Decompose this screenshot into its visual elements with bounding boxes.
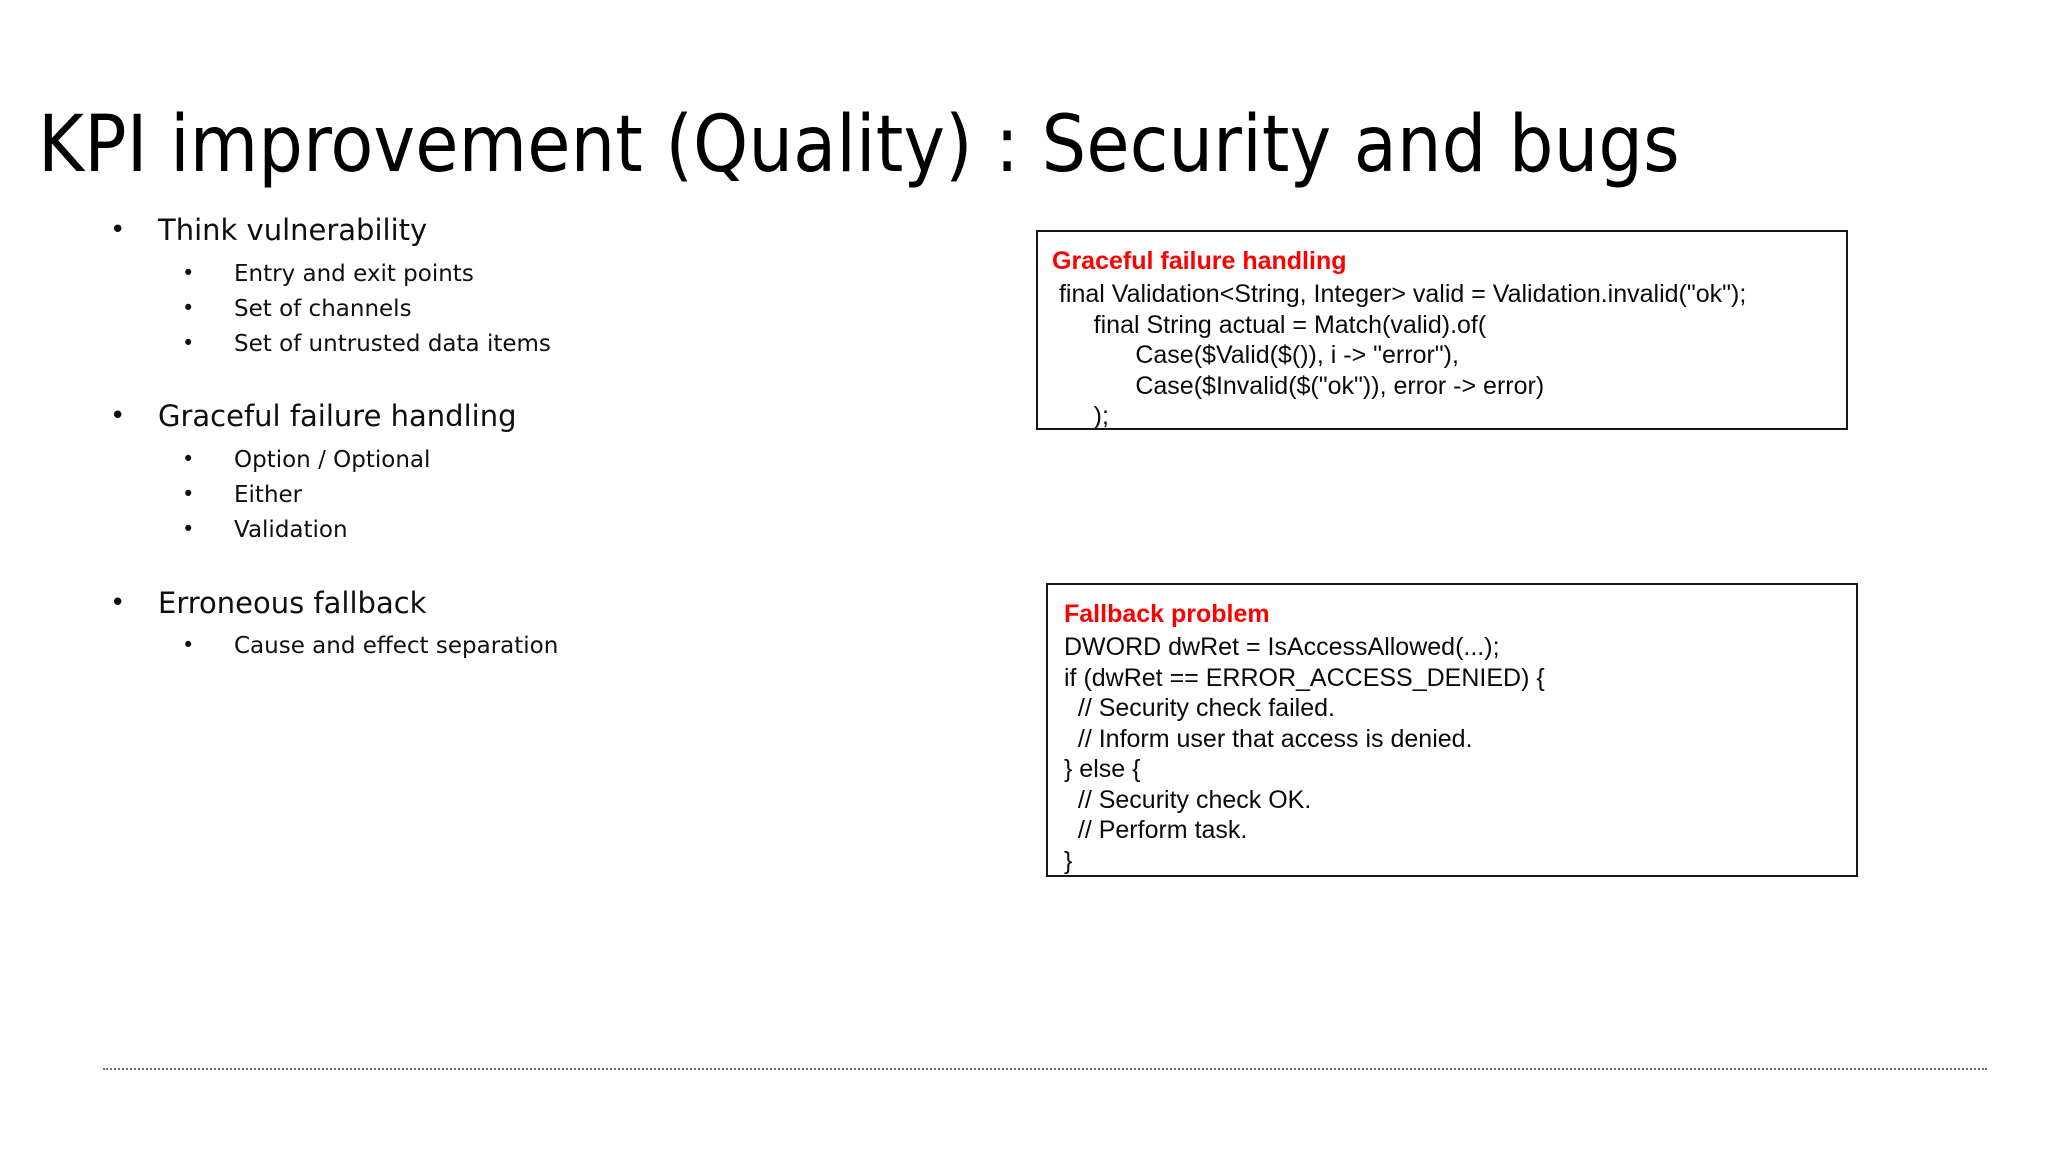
code-line: Case($Invalid($("ok")), error -> error): [1052, 371, 1545, 400]
bullet-item-erroneous-fallback: • Erroneous fallback: [110, 585, 940, 623]
code-line: if (dwRet == ERROR_ACCESS_DENIED) {: [1064, 663, 1545, 692]
code-box-graceful-failure-handling: Graceful failure handling final Validati…: [1036, 230, 1848, 430]
bullet-label: Graceful failure handling: [158, 399, 517, 434]
bullet-dot-icon: •: [182, 331, 195, 356]
bullet-label: Set of channels: [234, 295, 412, 322]
bullet-item-either: • Either: [110, 479, 940, 511]
code-line: DWORD dwRet = IsAccessAllowed(...);: [1064, 633, 1500, 661]
bullet-item-graceful-failure-handling: • Graceful failure handling: [110, 398, 940, 436]
bullet-label: Entry and exit points: [234, 260, 474, 287]
bullet-item-set-of-untrusted-data-items: • Set of untrusted data items: [110, 328, 940, 360]
bullet-item-cause-and-effect-separation: • Cause and effect separation: [110, 630, 940, 662]
bullet-dot-icon: •: [110, 587, 126, 618]
bullet-dot-icon: •: [182, 633, 195, 658]
bullet-group-graceful-failure-handling: • Graceful failure handling • Option / O…: [110, 398, 940, 546]
bullet-dot-icon: •: [182, 260, 195, 285]
code-box-heading: Graceful failure handling: [1052, 247, 1347, 275]
code-line: // Security check OK.: [1064, 785, 1312, 814]
bullet-label: Set of untrusted data items: [234, 331, 551, 358]
code-line: }: [1064, 846, 1073, 875]
bullet-item-think-vulnerability: • Think vulnerability: [110, 212, 940, 250]
bullet-group-erroneous-fallback: • Erroneous fallback • Cause and effect …: [110, 585, 940, 663]
code-line: // Inform user that access is denied.: [1064, 724, 1473, 753]
bullet-item-entry-and-exit-points: • Entry and exit points: [110, 258, 940, 290]
bullet-item-set-of-channels: • Set of channels: [110, 293, 940, 325]
footer-divider: [103, 1068, 1987, 1070]
bullet-dot-icon: •: [182, 482, 195, 507]
code-line: final Validation<String, Integer> valid …: [1052, 280, 1747, 308]
code-line: );: [1052, 402, 1109, 430]
bullet-group-think-vulnerability: • Think vulnerability • Entry and exit p…: [110, 212, 940, 360]
bullet-item-option-optional: • Option / Optional: [110, 444, 940, 476]
bullet-dot-icon: •: [182, 295, 195, 320]
code-box-fallback-problem: Fallback problem DWORD dwRet = IsAccessA…: [1046, 583, 1858, 877]
code-line: // Security check failed.: [1064, 694, 1335, 722]
bullet-dot-icon: •: [110, 401, 126, 432]
bullet-dot-icon: •: [182, 517, 195, 542]
bullet-label: Erroneous fallback: [158, 585, 427, 620]
bullet-list: • Think vulnerability • Entry and exit p…: [110, 212, 940, 662]
bullet-dot-icon: •: [182, 446, 195, 471]
bullet-label: Validation: [234, 517, 348, 544]
bullet-label: Option / Optional: [234, 446, 431, 473]
page-title: KPI improvement (Quality) : Security and…: [38, 100, 1680, 191]
code-box-heading: Fallback problem: [1064, 600, 1270, 628]
code-line: Case($Valid($()), i -> "error"),: [1052, 341, 1459, 369]
bullet-label: Either: [234, 482, 303, 509]
bullet-label: Cause and effect separation: [234, 633, 559, 660]
bullet-item-validation: • Validation: [110, 514, 940, 546]
bullet-label: Think vulnerability: [158, 213, 428, 247]
code-line: final String actual = Match(valid).of(: [1052, 310, 1487, 339]
code-line: } else {: [1064, 755, 1141, 783]
code-line: // Perform task.: [1064, 816, 1248, 844]
bullet-dot-icon: •: [110, 215, 126, 245]
